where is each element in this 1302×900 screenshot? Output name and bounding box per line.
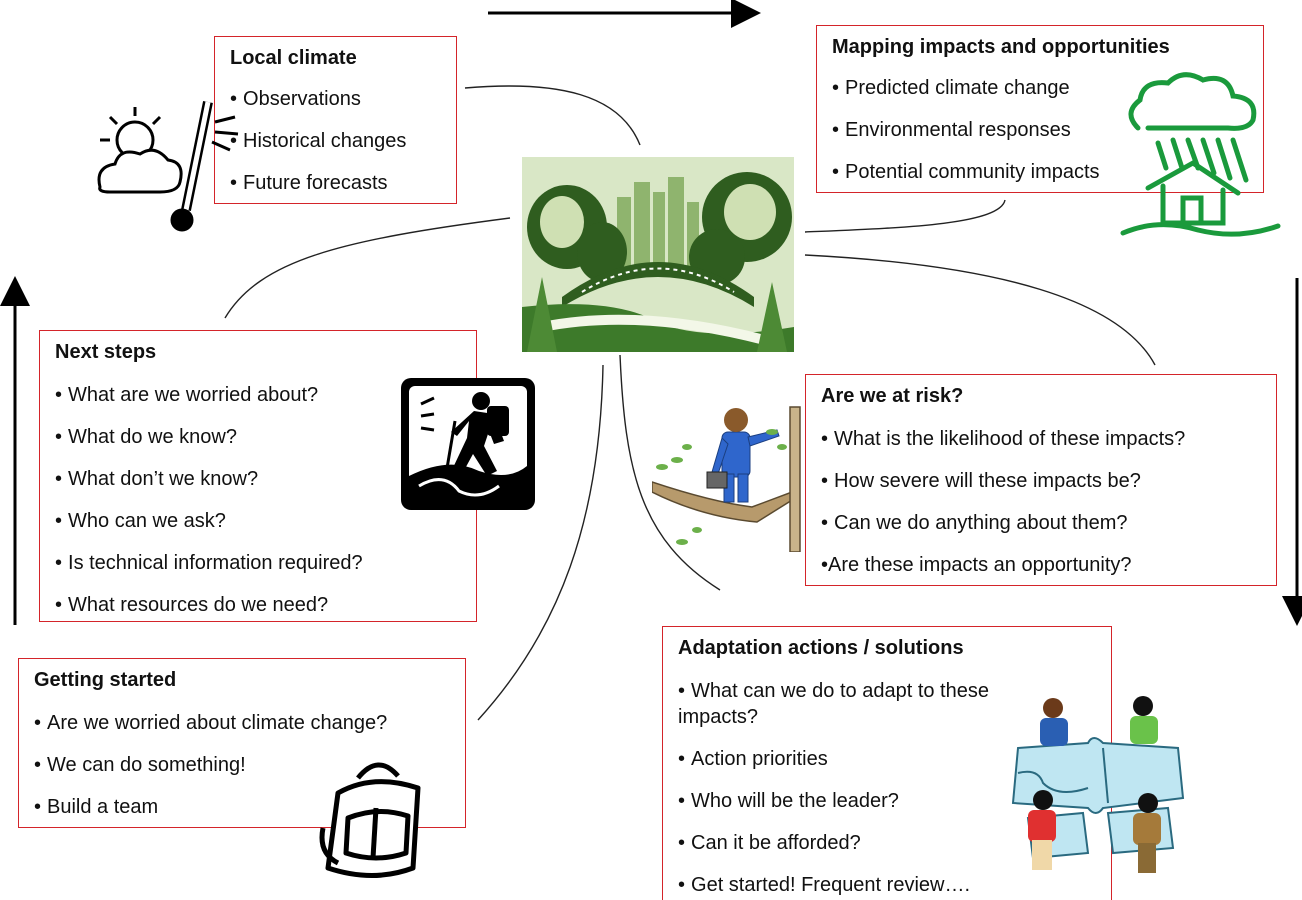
list-item: •Historical changes [230, 130, 407, 152]
list-item: •Predicted climate change [832, 77, 1070, 99]
next-steps-box: Next steps •What are we worried about? •… [39, 330, 477, 622]
connector-at-risk [804, 254, 1156, 366]
storm-cloud-house-icon [1118, 68, 1283, 238]
list-item: •What are we worried about? [55, 384, 319, 406]
list-item: •Can we do anything about them? [821, 512, 1128, 534]
sun-cloud-thermometer-icon [90, 92, 250, 240]
getting-started-title: Getting started [34, 669, 177, 691]
backpack-icon [318, 758, 438, 880]
list-item: •Who can we ask? [55, 510, 226, 532]
list-item: •Observations [230, 88, 361, 110]
list-item: •What don’t we know? [55, 468, 259, 490]
list-item: •Potential community impacts [832, 161, 1100, 183]
connector-next-steps [224, 217, 511, 319]
connector-adaptation [619, 354, 721, 591]
local-climate-box: Local climate •Observations •Historical … [214, 36, 457, 204]
at-risk-box: Are we at risk? •What is the likelihood … [805, 374, 1277, 586]
puzzle-people-icon [998, 688, 1193, 874]
list-item: •Who will be the leader? [678, 790, 899, 812]
list-item: •Is technical information required? [55, 552, 363, 574]
list-item: •We can do something! [34, 754, 246, 776]
list-item: •What is the likelihood of these impacts… [821, 428, 1186, 450]
list-item: •Are we worried about climate change? [34, 712, 388, 734]
list-item: •Can it be afforded? [678, 832, 861, 854]
connector-mapping [804, 199, 1006, 233]
list-item: •How severe will these impacts be? [821, 470, 1141, 492]
next-steps-title: Next steps [55, 341, 157, 363]
park-bridge-illustration [522, 157, 794, 352]
list-item: •What can we do to adapt to these [678, 680, 989, 702]
connector-getting-started [477, 364, 604, 721]
connector-local-climate [464, 85, 641, 146]
list-item: •Future forecasts [230, 172, 388, 194]
list-item: •What resources do we need? [55, 594, 329, 616]
hiker-icon [399, 376, 537, 512]
list-item: •Build a team [34, 796, 159, 818]
local-climate-title: Local climate [230, 47, 357, 69]
list-item: •Get started! Frequent review…. [678, 874, 971, 896]
adaptation-title: Adaptation actions / solutions [678, 637, 964, 659]
list-item: •Action priorities [678, 748, 828, 770]
list-item: •What do we know? [55, 426, 237, 448]
mapping-title: Mapping impacts and opportunities [832, 36, 1170, 58]
man-on-branch-icon [652, 402, 802, 552]
list-item-continuation: impacts? [678, 706, 759, 728]
list-item: •Are these impacts an opportunity? [821, 554, 1132, 576]
at-risk-title: Are we at risk? [821, 385, 964, 407]
list-item: •Environmental responses [832, 119, 1071, 141]
